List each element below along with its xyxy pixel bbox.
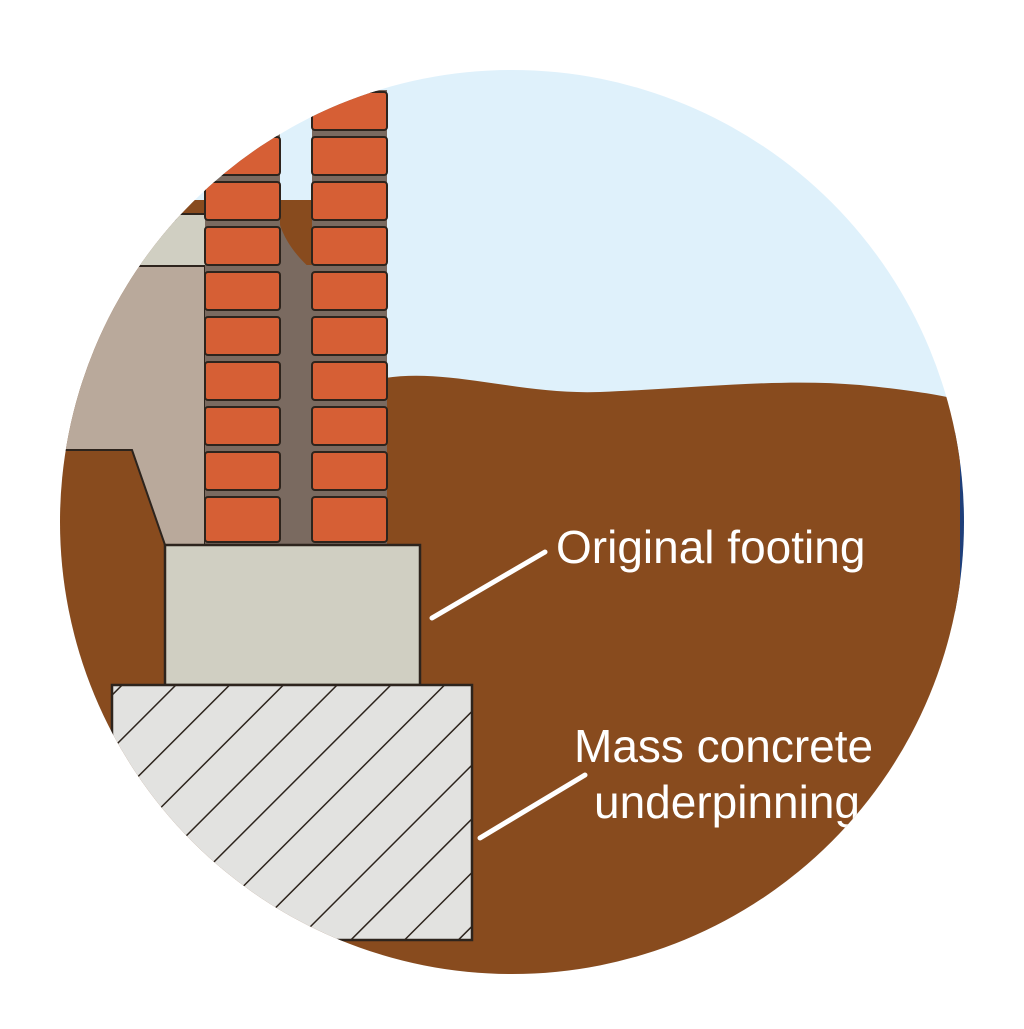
brick [204, 271, 281, 311]
cavity-lower [280, 265, 312, 545]
leader-line-underpinning [477, 772, 588, 841]
brick [311, 361, 388, 401]
brick [311, 316, 388, 356]
brick [204, 316, 281, 356]
brick [204, 496, 281, 543]
mass-concrete-underpinning [110, 683, 474, 942]
brick [204, 451, 281, 491]
inner-brick-leaf [204, 90, 281, 545]
brick [311, 406, 388, 446]
label-original-footing: Original footing [556, 521, 865, 573]
brick [204, 136, 281, 176]
brick [204, 361, 281, 401]
brick [204, 226, 281, 266]
brick [204, 406, 281, 446]
brick [204, 181, 281, 221]
outer-brick-leaf [311, 90, 388, 545]
brick [311, 136, 388, 176]
slab-edge [60, 213, 211, 267]
leader-line-footing [429, 549, 548, 621]
label-underpinning-line2: underpinning [594, 776, 860, 828]
brick [311, 226, 388, 266]
original-footing [163, 543, 422, 687]
brick [311, 496, 388, 543]
brick [311, 451, 388, 491]
brick [311, 271, 388, 311]
brick [311, 181, 388, 221]
brick [311, 91, 388, 131]
label-underpinning-line1: Mass concrete [574, 720, 873, 772]
